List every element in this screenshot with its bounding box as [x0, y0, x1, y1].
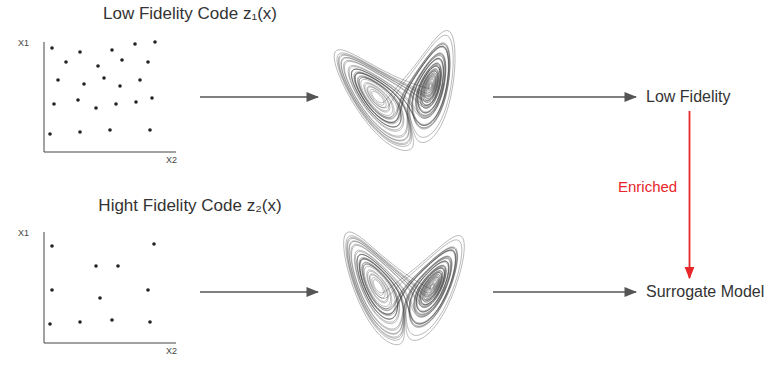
- enrich-arrow: [689, 111, 691, 278]
- plot-heading: Hight Fidelity Code z₂(x): [13, 196, 367, 216]
- sample-point: [48, 322, 52, 326]
- sample-point: [78, 50, 82, 54]
- sample-point: [148, 128, 152, 132]
- axis-label: X1: [18, 38, 29, 48]
- sample-point: [78, 320, 82, 324]
- sample-point: [98, 296, 102, 300]
- result-label: Low Fidelity: [643, 86, 736, 108]
- result-text: Surrogate Model: [646, 283, 767, 301]
- sample-point: [96, 64, 100, 68]
- sample-point: [146, 60, 150, 64]
- axis-label: X2: [166, 346, 177, 356]
- result-label: Surrogate Model: [643, 281, 770, 303]
- lorenz-attractor: [344, 232, 465, 345]
- sample-point: [152, 242, 156, 246]
- sample-point: [102, 76, 106, 80]
- sample-point: [110, 48, 114, 52]
- sample-point: [50, 288, 54, 292]
- sample-point: [48, 132, 52, 136]
- sample-point: [114, 102, 118, 106]
- sample-points: [48, 40, 157, 326]
- plot-panel: Hight Fidelity Code z₂(x): [10, 194, 370, 218]
- sample-point: [120, 58, 124, 62]
- sample-point: [146, 288, 150, 292]
- sample-point: [148, 320, 152, 324]
- plot-panel: Low Fidelity Code z₁(x): [10, 2, 370, 26]
- sample-point: [133, 42, 137, 46]
- lorenz-attractor: [334, 31, 455, 151]
- sample-point: [50, 46, 54, 50]
- sample-point: [116, 264, 120, 268]
- sample-point: [52, 102, 56, 106]
- sample-point: [134, 100, 138, 104]
- axis-label: X2: [166, 155, 177, 165]
- sample-point: [78, 130, 82, 134]
- sample-point: [108, 128, 112, 132]
- sample-point: [138, 78, 142, 82]
- axis-label: X1: [18, 228, 29, 238]
- sample-point: [82, 82, 86, 86]
- sample-point: [94, 106, 98, 110]
- plot-heading: Low Fidelity Code z₁(x): [13, 4, 367, 24]
- lorenz-attractor: [334, 31, 464, 345]
- sample-point: [118, 84, 122, 88]
- sample-point: [153, 40, 157, 44]
- sample-point: [110, 318, 114, 322]
- edge-label: Enriched: [616, 178, 679, 195]
- plot-axes: [44, 42, 176, 343]
- sample-point: [56, 78, 60, 82]
- sample-point: [64, 60, 68, 64]
- sample-point: [50, 244, 54, 248]
- sample-point: [76, 98, 80, 102]
- sample-point: [94, 264, 98, 268]
- result-text: Low Fidelity: [646, 88, 733, 106]
- sample-point: [150, 96, 154, 100]
